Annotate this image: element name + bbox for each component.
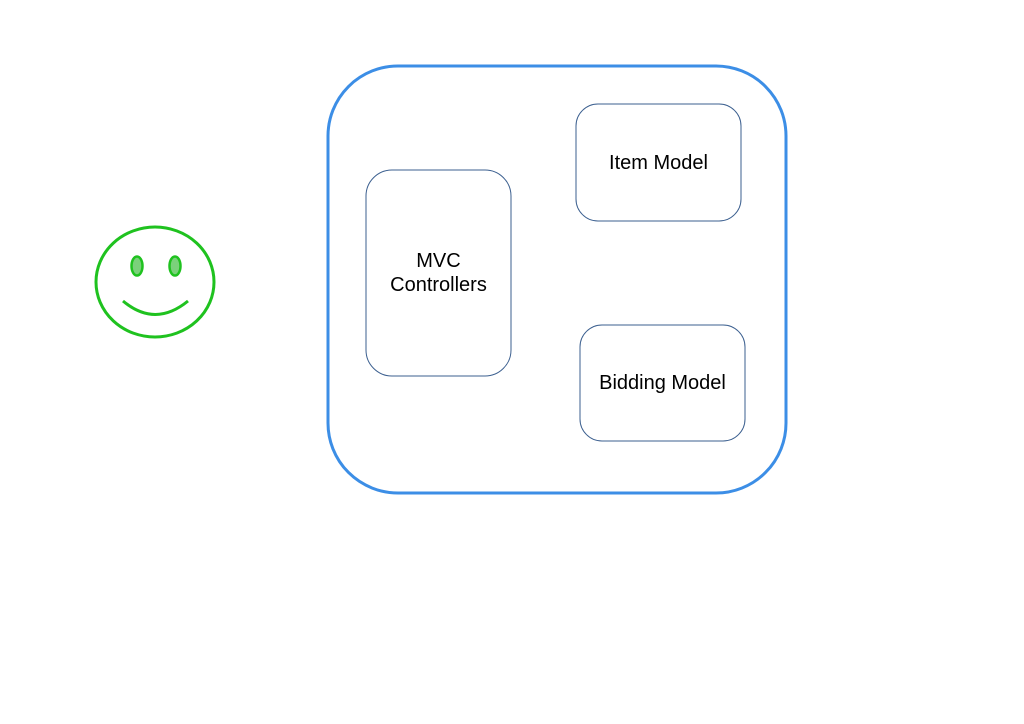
smiley-face-icon — [94, 225, 216, 339]
mvc-controllers-label: MVC Controllers — [390, 250, 487, 296]
mvc-controllers-box — [365, 169, 512, 377]
smiley-head — [94, 225, 216, 339]
smiley-mouth — [122, 299, 189, 316]
bidding-model-box — [579, 324, 746, 442]
system-container — [326, 64, 788, 495]
item-model-label: Item Model — [609, 151, 708, 174]
smiley-left-eye — [130, 255, 144, 277]
item-model-box — [575, 103, 742, 222]
smiley-right-eye — [168, 255, 182, 277]
bidding-model-label: Bidding Model — [599, 372, 726, 394]
